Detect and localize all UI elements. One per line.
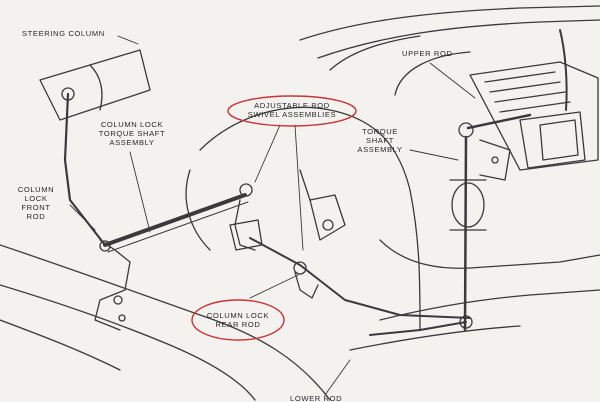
torque-shaft [103, 193, 247, 247]
label-torque-shaft-assembly: TORQUE SHAFT ASSEMBLY [357, 127, 403, 154]
steering-column [39, 49, 151, 121]
leader-lower-rod [324, 359, 351, 396]
label-lower-rod: LOWER ROD [290, 394, 343, 402]
label-column-lock-torque-shaft: COLUMN LOCK TORQUE SHAFT ASSEMBLY [98, 120, 166, 147]
label-column-lock-rear-rod: COLUMN LOCK REAR ROD [206, 311, 270, 329]
label-upper-rod: UPPER ROD [402, 49, 453, 58]
shifter-console [469, 61, 599, 171]
leader-front-rod [69, 204, 96, 231]
dashboard-outline [299, 5, 600, 41]
leader-rear-rod [249, 274, 299, 299]
label-adjustable-rod-swivel: ADJUSTABLE ROD SWIVEL ASSEMBLIES [247, 101, 337, 119]
leader-adjustable-a [254, 124, 281, 183]
highlight-adjustable-rod [227, 95, 357, 127]
leader-upper-rod [429, 62, 476, 99]
label-column-lock-front-rod: COLUMN LOCK FRONT ROD [17, 185, 55, 221]
leader-torque-shaft [129, 151, 151, 233]
upper-rod [466, 113, 532, 130]
label-steering-column: STEERING COLUMN [22, 29, 105, 38]
leader-steering-column [117, 35, 139, 45]
lower-rod [369, 321, 467, 336]
highlight-rear-rod [191, 299, 285, 341]
leader-torque-shaft-assembly [409, 149, 459, 161]
column-lock-rear-rod [249, 237, 471, 319]
leader-adjustable-b [294, 124, 304, 251]
